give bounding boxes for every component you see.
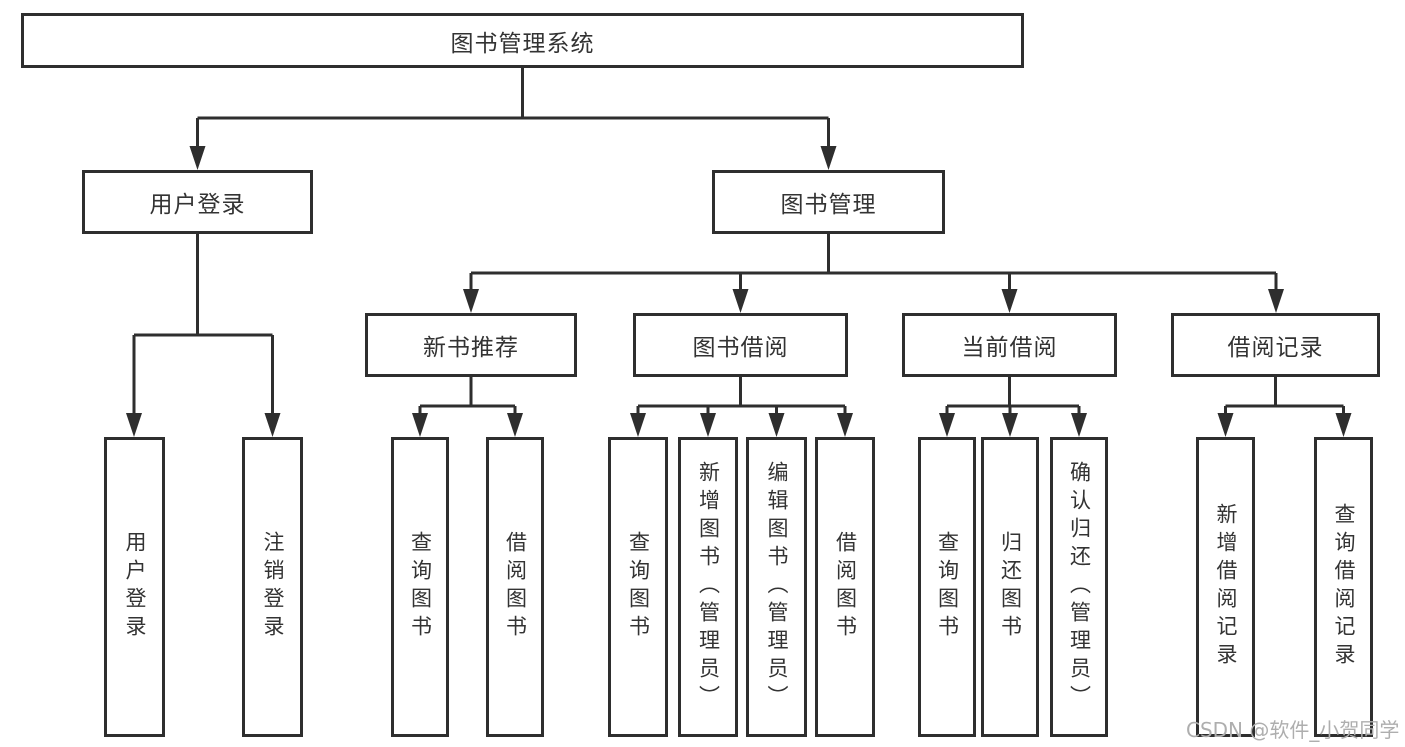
leaf-recommend-query-books: 查询图书 (391, 437, 449, 737)
arrow-down-icon (1002, 413, 1018, 437)
leaf-borrow-query-books: 查询图书 (608, 437, 668, 737)
leaf-borrow-books: 借阅图书 (815, 437, 875, 737)
connector-borrow-records (1224, 377, 1345, 417)
arrow-down-icon (837, 413, 853, 437)
arrow-down-icon (463, 289, 479, 313)
leaf-current-query-books: 查询图书 (918, 437, 976, 737)
node-current-borrow-label: 当前借阅 (961, 335, 1058, 361)
leaf-recommend-borrow-books: 借阅图书 (486, 437, 544, 737)
leaf-borrow-books-label: 借阅图书 (833, 531, 858, 643)
leaf-query-borrow-record: 查询借阅记录 (1314, 437, 1373, 737)
node-root: 图书管理系统 (21, 13, 1024, 68)
arrow-down-icon (1071, 413, 1087, 437)
node-book-borrow-label: 图书借阅 (692, 335, 789, 361)
leaf-recommend-borrow-books-label: 借阅图书 (503, 531, 528, 643)
arrow-down-icon (507, 413, 523, 437)
leaf-confirm-return-admin: 确认归还（管理员） (1050, 437, 1108, 737)
leaf-logout: 注销登录 (242, 437, 303, 737)
leaf-add-books-admin-label: 新增图书（管理员） (696, 461, 721, 713)
connector-current-borrow (945, 377, 1081, 417)
connector-new-book-recommend (418, 377, 517, 417)
arrow-down-icon (1001, 289, 1018, 313)
leaf-confirm-return-admin-label: 确认归还（管理员） (1067, 461, 1092, 713)
leaf-logout-label: 注销登录 (261, 531, 285, 643)
leaf-borrow-query-books-label: 查询图书 (626, 531, 651, 643)
leaf-current-query-books-label: 查询图书 (935, 531, 960, 643)
leaf-return-books-label: 归还图书 (998, 531, 1023, 643)
arrow-down-icon (126, 413, 142, 437)
node-book-borrow: 图书借阅 (633, 313, 848, 377)
csdn-watermark: CSDN @软件_小贺同学 (1186, 718, 1400, 742)
leaf-add-borrow-record: 新增借阅记录 (1196, 437, 1255, 737)
node-current-borrow: 当前借阅 (902, 313, 1117, 377)
connector-user-login (132, 234, 274, 417)
connector-book-management (469, 234, 1278, 293)
arrow-down-icon (412, 413, 428, 437)
node-root-label: 图书管理系统 (450, 30, 595, 57)
leaf-recommend-query-books-label: 查询图书 (408, 531, 433, 643)
arrow-down-icon (189, 146, 206, 170)
arrow-down-icon (264, 413, 281, 437)
node-borrow-records-label: 借阅记录 (1227, 335, 1324, 361)
arrow-down-icon (768, 413, 785, 437)
node-user-login-label: 用户登录 (149, 192, 246, 218)
node-borrow-records: 借阅记录 (1171, 313, 1380, 377)
arrow-down-icon (939, 413, 955, 437)
leaf-query-borrow-record-label: 查询借阅记录 (1332, 503, 1356, 671)
node-new-book-recommend: 新书推荐 (365, 313, 577, 377)
arrow-down-icon (820, 146, 837, 170)
arrow-down-icon (1217, 413, 1234, 437)
arrow-down-icon (1268, 289, 1284, 313)
arrow-down-icon (732, 289, 749, 313)
leaf-edit-books-admin: 编辑图书（管理员） (746, 437, 807, 737)
leaf-user-login: 用户登录 (104, 437, 165, 737)
arrow-down-icon (630, 413, 646, 437)
node-new-book-recommend-label: 新书推荐 (423, 335, 519, 361)
leaf-edit-books-admin-label: 编辑图书（管理员） (765, 461, 789, 713)
node-book-management-label: 图书管理 (780, 192, 877, 218)
connector-root (196, 68, 830, 150)
node-user-login: 用户登录 (82, 170, 313, 234)
leaf-return-books: 归还图书 (981, 437, 1039, 737)
arrow-down-icon (1335, 413, 1352, 437)
node-book-management: 图书管理 (712, 170, 945, 234)
connector-book-borrow (636, 377, 847, 417)
arrow-down-icon (700, 413, 716, 437)
leaf-add-books-admin: 新增图书（管理员） (678, 437, 738, 737)
leaf-add-borrow-record-label: 新增借阅记录 (1214, 503, 1238, 671)
leaf-user-login-label: 用户登录 (123, 531, 147, 643)
